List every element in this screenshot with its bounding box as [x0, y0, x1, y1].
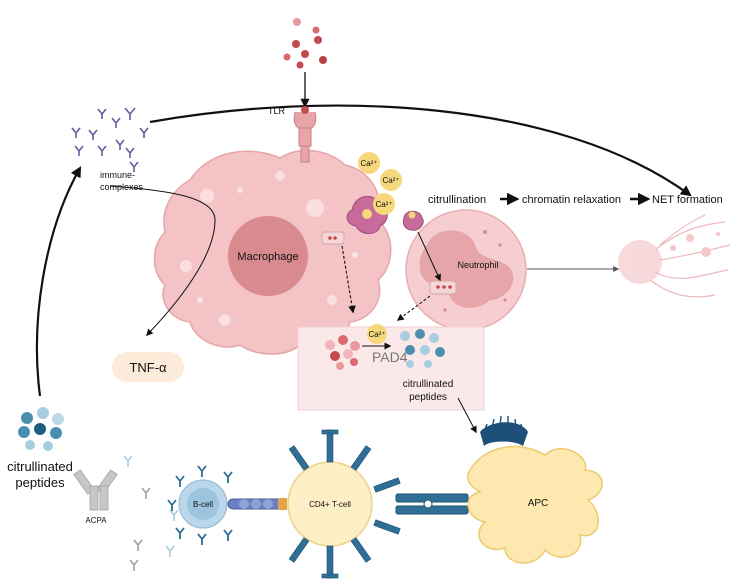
pad4-calcium-label: Ca²⁺ [368, 330, 385, 339]
peptides-to-immune-complex-arrow [35, 166, 82, 397]
acpa-label: ACPA [85, 516, 107, 525]
pad4-citrullinated-label-2: peptides [409, 392, 447, 403]
immune-complexes-label-1: immune- [100, 170, 135, 180]
chromatin-relaxation-label: chromatin relaxation [522, 194, 621, 206]
light-blue-antibodies [123, 455, 179, 557]
pad4-input-peptides [325, 335, 360, 370]
macrophage-label: Macrophage [237, 251, 298, 263]
neutrophil-calcium-channel [402, 210, 424, 231]
pad4-label: PAD4 [372, 349, 408, 365]
acpa-small-antibodies [129, 487, 151, 571]
macrophage-pad4-granule [321, 231, 345, 245]
immune-complex-connector [109, 185, 216, 337]
neutrophil-cell [405, 209, 527, 331]
left-citrullinated-label-1: citrullinated [7, 459, 73, 474]
tlr-label: TLR [268, 106, 286, 116]
tnf-alpha-label: TNF-α [129, 360, 167, 375]
pad4-box [297, 326, 485, 411]
neutrophil-to-pad4-arrow [396, 295, 431, 321]
immune-complexes-cluster [71, 107, 149, 172]
pad4-output-peptides [400, 329, 445, 368]
acpa-antibody-large [73, 469, 118, 511]
macrophage-cell [153, 149, 392, 355]
net-structure [618, 214, 731, 298]
citrullination-label: citrullination [428, 194, 486, 206]
apc-label: APC [528, 498, 549, 509]
net-formation-label: NET formation [652, 194, 723, 206]
calcium-label-1: Ca²⁺ [360, 159, 377, 168]
calcium-ions-top [358, 152, 402, 215]
apc-cell [467, 415, 603, 564]
immune-complex-to-net-arrow [149, 104, 692, 197]
t-cell-receptors [288, 429, 401, 579]
tlr-receptor [293, 106, 317, 163]
left-citrullinated-peptides [18, 407, 64, 451]
antigen-dots [283, 18, 327, 69]
calcium-label-2: Ca²⁺ [382, 176, 399, 185]
b-cell-label: B-cell [193, 500, 213, 509]
neutrophil-calcium-arrow [417, 231, 441, 282]
calcium-label-3: Ca²⁺ [375, 200, 392, 209]
left-citrullinated-label-2: peptides [15, 475, 65, 490]
pad4-calcium [367, 324, 387, 344]
tnf-alpha-box [112, 352, 184, 382]
pad4-citrullinated-label-1: citrullinated [403, 379, 454, 390]
cd4-t-cell-label: CD4+ T-cell [309, 500, 351, 509]
peptides-to-apc-arrow [457, 397, 477, 434]
b-cell [178, 479, 228, 529]
tcell-apc-bridge [395, 493, 469, 515]
b-cell-receptors [167, 465, 233, 545]
bcell-tcell-bridge [227, 498, 287, 510]
macrophage-to-pad4-arrow [341, 245, 356, 314]
neutrophil-label: Neutrophil [457, 260, 498, 270]
